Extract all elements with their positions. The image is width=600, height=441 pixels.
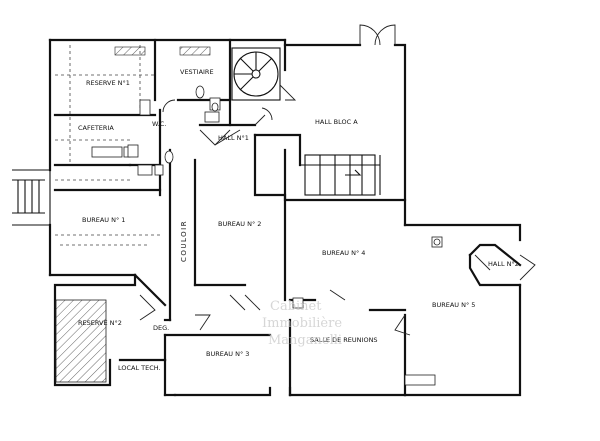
hatched-areas bbox=[55, 46, 211, 383]
label-bureau-3: BUREAU N° 3 bbox=[206, 350, 249, 358]
label-reserve-1: RESERVE N°1 bbox=[86, 79, 130, 87]
label-bureau-4: BUREAU N° 4 bbox=[322, 249, 365, 257]
label-reserve-2: RESERVE N°2 bbox=[78, 319, 122, 327]
label-bureau-1: BUREAU N° 1 bbox=[82, 216, 125, 224]
left-balcony bbox=[12, 169, 51, 226]
watermark: Cabinet Immobilière Manganelli bbox=[262, 299, 342, 348]
label-deg: DEG. bbox=[153, 324, 169, 332]
doors bbox=[139, 24, 536, 336]
label-wc: W.C. bbox=[152, 120, 166, 128]
spiral-stair bbox=[231, 47, 281, 101]
label-salle-reunions: SALLE DE REUNIONS bbox=[310, 336, 378, 344]
label-hall-2: HALL N°2 bbox=[488, 260, 519, 268]
label-local-tech: LOCAL TECH. bbox=[118, 364, 161, 372]
fixtures bbox=[91, 85, 443, 386]
label-hall-1: HALL N°1 bbox=[218, 134, 249, 142]
straight-stair bbox=[304, 154, 376, 196]
label-bureau-5: BUREAU N° 5 bbox=[432, 301, 475, 309]
watermark-line-1: Cabinet bbox=[270, 299, 322, 314]
outer-walls bbox=[48, 38, 522, 397]
label-cafeteria: CAFETERIA bbox=[78, 124, 114, 132]
label-bureau-2: BUREAU N° 2 bbox=[218, 220, 261, 228]
watermark-line-3: Manganelli bbox=[268, 333, 342, 348]
watermark-line-2: Immobilière bbox=[262, 316, 342, 331]
label-vestiaire: VESTIAIRE bbox=[180, 68, 214, 76]
room-labels: RESERVE N°1 VESTIAIRE CAFETERIA W.C. HAL… bbox=[78, 68, 519, 372]
interior-walls bbox=[53, 38, 522, 397]
dashed-lines bbox=[55, 45, 160, 246]
label-couloir: COULOIR bbox=[180, 220, 188, 262]
label-hall-bloc-a: HALL BLOC A bbox=[315, 118, 358, 126]
